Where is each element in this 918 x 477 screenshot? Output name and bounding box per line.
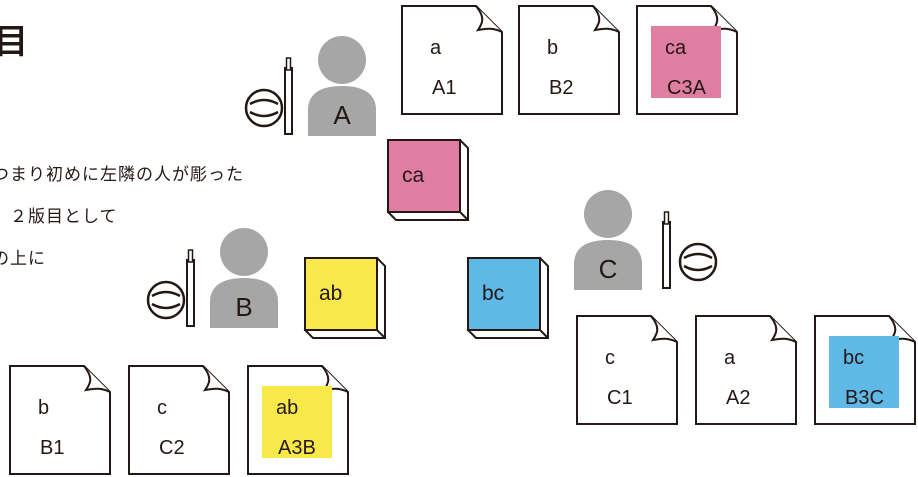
page-curl [202, 365, 230, 393]
print-sheet [128, 365, 230, 475]
print-top-label: c [157, 397, 167, 419]
baren-handle-bottom [249, 110, 279, 118]
block-edge [459, 211, 469, 221]
page-curl [769, 315, 797, 343]
person-body-icon [308, 86, 376, 136]
carving-knife-icon [186, 259, 195, 327]
baren-icon [146, 280, 186, 320]
block-face [467, 257, 541, 331]
carving-knife-icon [284, 67, 293, 135]
print-top-label: bc [843, 347, 864, 369]
person-letter: A [333, 100, 351, 130]
baren-handle-top [151, 290, 181, 298]
body-text-line-2: 、２版目として [0, 207, 118, 227]
print-sheet [9, 365, 111, 475]
person-head-icon [584, 190, 632, 238]
body-text-line-1: つまり初めに左隣の人が彫った [0, 165, 244, 185]
block-edge [539, 329, 549, 339]
knife-tip-icon [187, 249, 194, 263]
print-bottom-label: B3C [845, 387, 884, 409]
page-curl [592, 5, 620, 33]
person-head-icon [318, 36, 366, 84]
baren-icon [678, 242, 718, 282]
print-bottom-label: C3A [667, 77, 707, 99]
person-a: A [244, 36, 376, 136]
block-label: ab [319, 282, 342, 305]
print-top-label: ca [665, 37, 687, 59]
print-top-label: a [430, 37, 442, 59]
page-curl [475, 5, 503, 33]
print-b-b2: bB2 [518, 5, 620, 115]
baren-handle-top [249, 98, 279, 106]
print-top-label: ab [276, 397, 298, 419]
print-a-a2: aA2 [695, 315, 797, 425]
baren-icon [244, 88, 284, 128]
color-patch [651, 26, 721, 98]
print-top-label: b [38, 397, 49, 419]
print-sheet [695, 315, 797, 425]
person-head-icon [220, 228, 268, 276]
baren-handle-top [683, 252, 713, 260]
block-face [387, 139, 461, 213]
block-face [304, 257, 378, 331]
print-bottom-label: A2 [726, 387, 750, 409]
print-b-b1: bB1 [9, 365, 111, 475]
print-bottom-label: A1 [432, 77, 456, 99]
print-bottom-label: B2 [549, 77, 573, 99]
page-curl [83, 365, 111, 393]
print-top-label: b [547, 37, 558, 59]
print-top-label: c [605, 347, 615, 369]
block-label: ca [402, 164, 425, 187]
person-body-icon [210, 278, 278, 328]
print-bottom-label: A3B [278, 437, 316, 459]
page-curl [650, 315, 678, 343]
baren-handle-bottom [151, 302, 181, 310]
print-top-label: a [724, 347, 736, 369]
print-sheet [576, 315, 678, 425]
print-c-c2: cC2 [128, 365, 230, 475]
block-ab: ab [303, 256, 386, 339]
block-edge [376, 329, 386, 339]
body-text-line-3: の上に [0, 249, 46, 269]
print-bottom-label: C2 [159, 437, 185, 459]
print-bottom-label: B1 [40, 437, 64, 459]
person-b: B [146, 228, 278, 328]
carving-knife-icon [662, 221, 671, 289]
baren-handle-bottom [683, 264, 713, 272]
color-patch [829, 336, 899, 408]
block-ca: ca [386, 138, 469, 221]
person-letter: B [235, 292, 252, 322]
print-sheet [518, 5, 620, 115]
person-body-icon [574, 240, 642, 290]
knife-tip-icon [663, 211, 670, 225]
knife-tip-icon [285, 57, 292, 71]
block-bc: bc [466, 256, 549, 339]
print-sheet [401, 5, 503, 115]
print-bottom-label: C1 [607, 387, 633, 409]
block-label: bc [482, 282, 504, 305]
section-heading: 目 [0, 22, 28, 62]
print-a-a1: aA1 [401, 5, 503, 115]
print-c-c1: cC1 [576, 315, 678, 425]
color-patch [262, 386, 332, 458]
person-c: C [574, 190, 718, 290]
person-letter: C [599, 254, 618, 284]
